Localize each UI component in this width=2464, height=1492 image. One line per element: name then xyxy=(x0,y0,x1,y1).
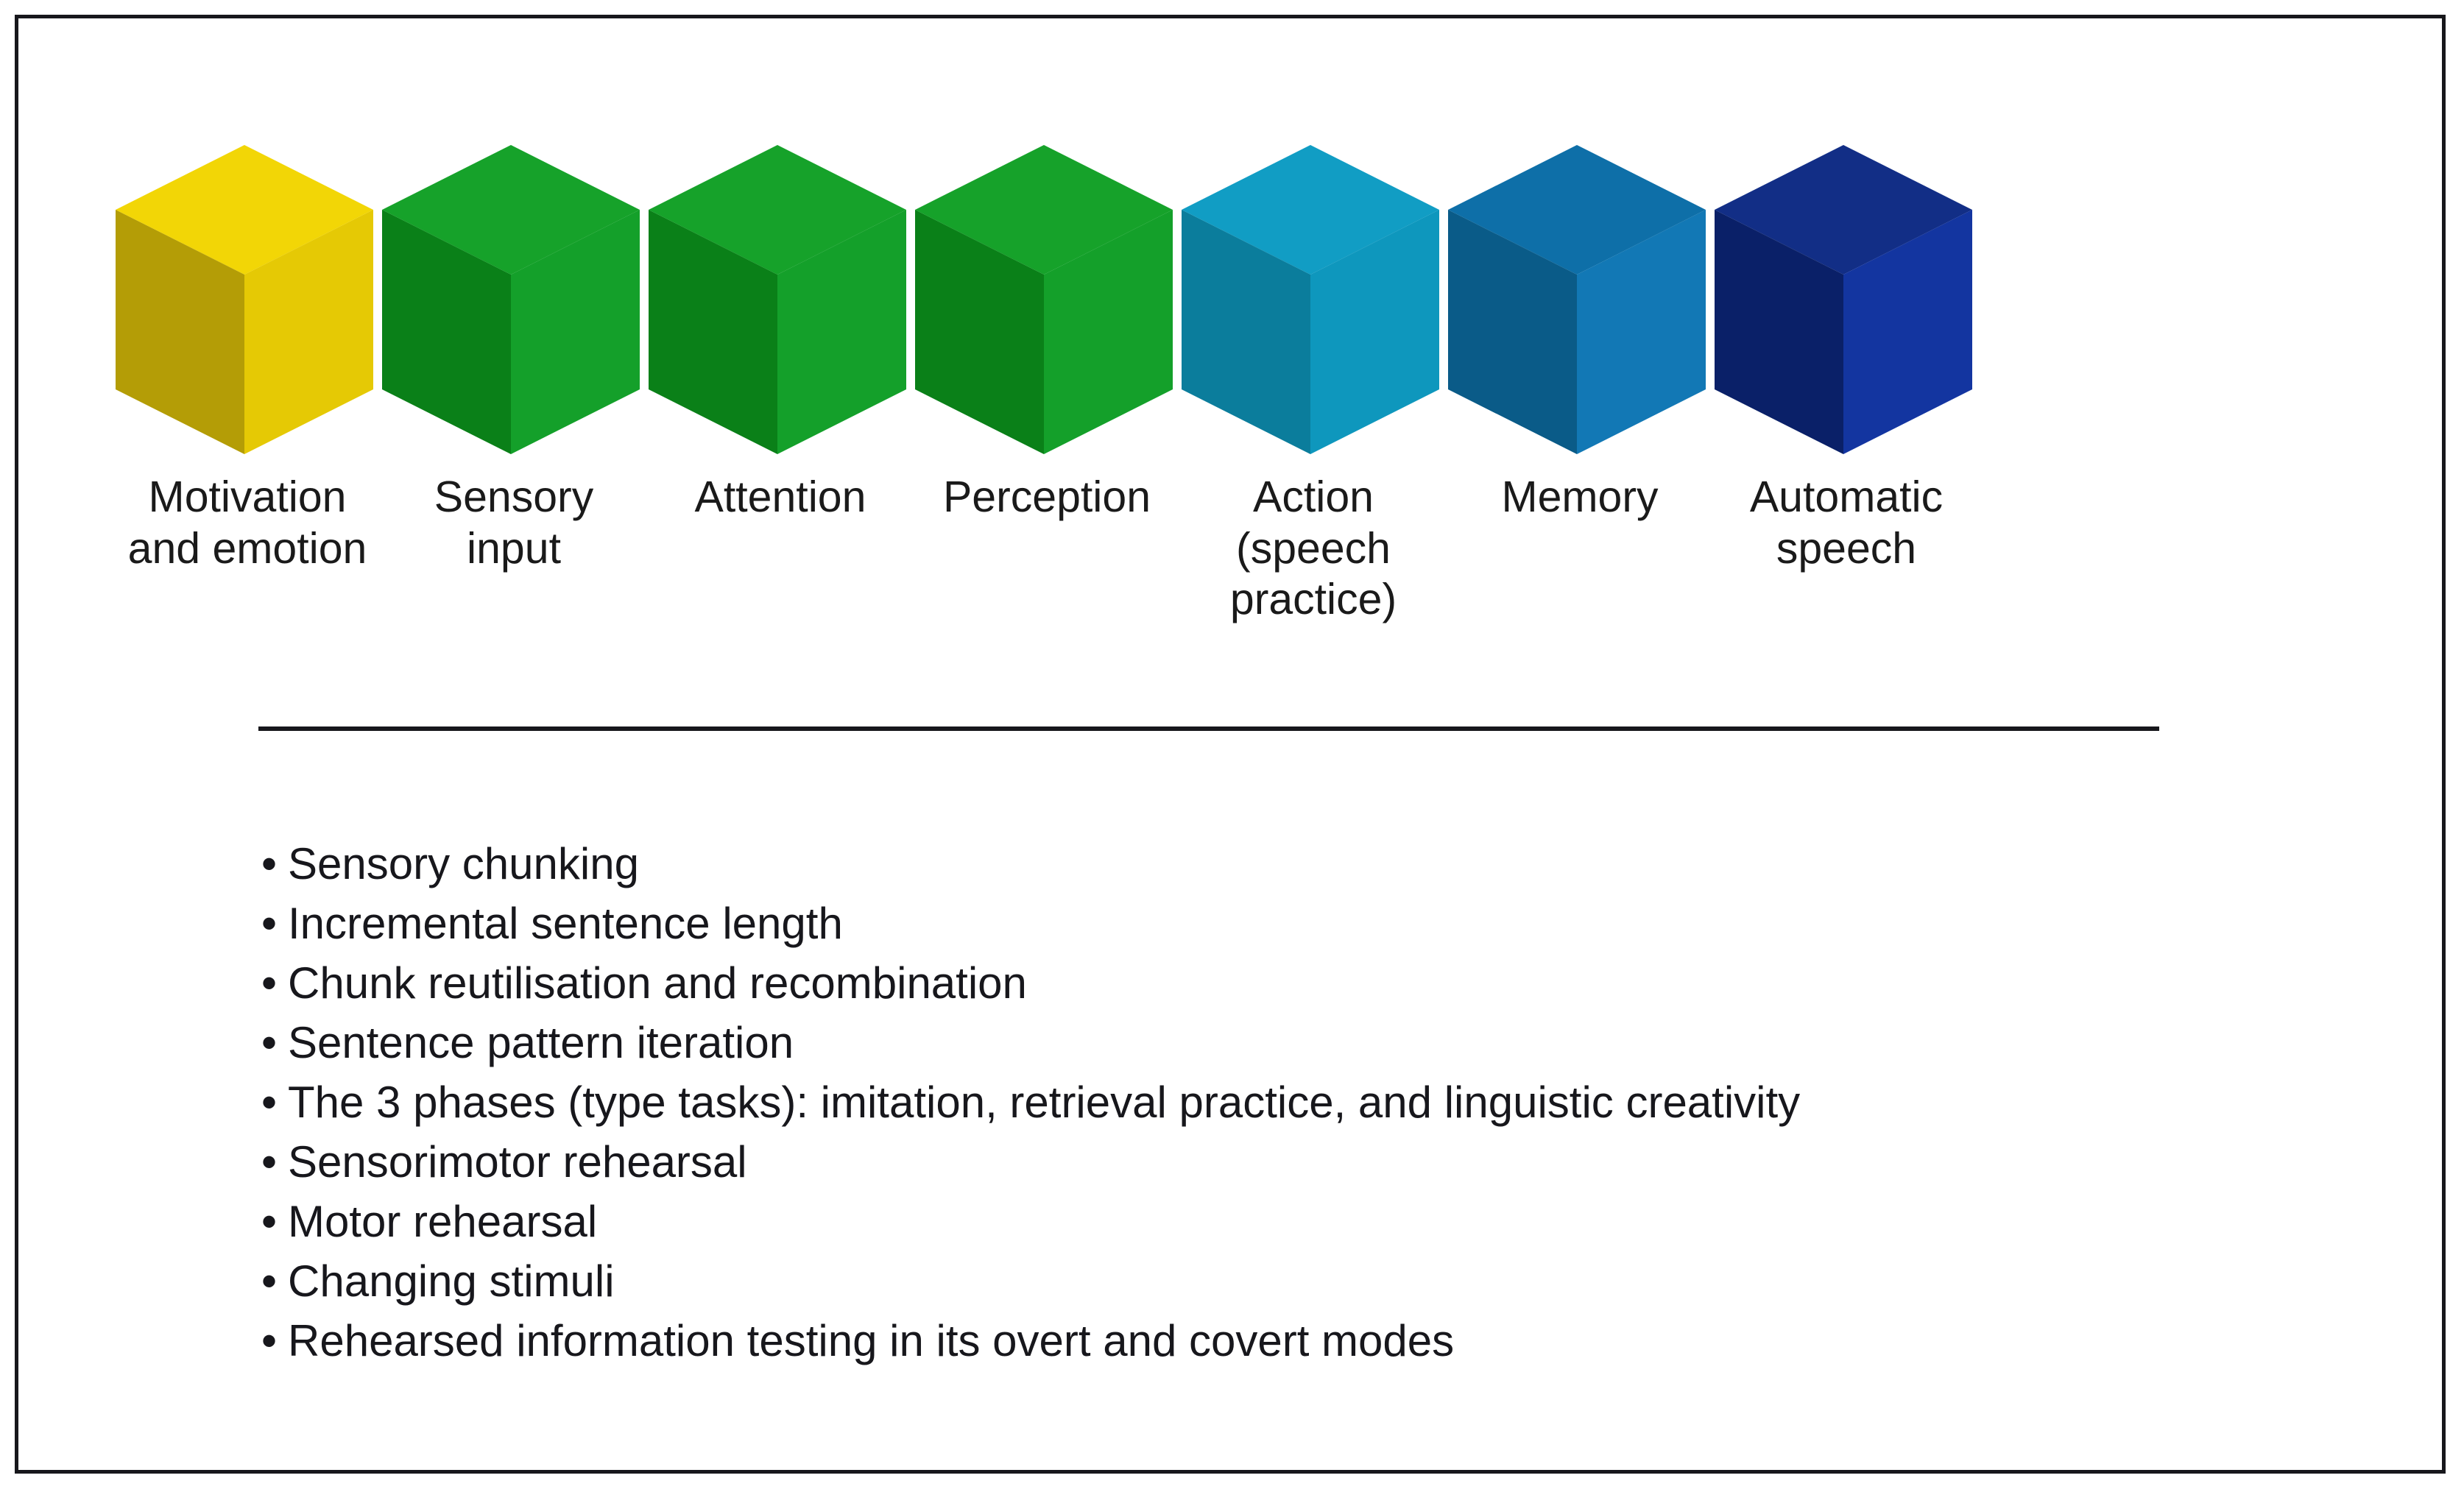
bullet-item: •Motor rehearsal xyxy=(261,1192,2323,1251)
bullet-marker: • xyxy=(261,1197,278,1246)
cube-face-left xyxy=(1448,210,1577,454)
bullet-item: •Changing stimuli xyxy=(261,1251,2323,1311)
cube-label-row: Motivation and emotion Sensory input Atten… xyxy=(114,472,2058,685)
cube-face-right xyxy=(511,210,640,454)
bullet-marker: • xyxy=(261,1137,278,1187)
bullet-item: •Chunk reutilisation and recombination xyxy=(261,953,2323,1013)
cube-face-right xyxy=(1843,210,1972,454)
cube-face-right xyxy=(777,210,906,454)
bullet-item: •Sensorimotor rehearsal xyxy=(261,1132,2323,1192)
cube-sensory-input xyxy=(381,116,647,454)
bullet-item: •Sentence pattern iteration xyxy=(261,1013,2323,1072)
cube-row xyxy=(114,116,2058,454)
cube-face-left xyxy=(116,210,244,454)
bullet-text: Motor rehearsal xyxy=(288,1197,598,1246)
cube-action-speech-practice xyxy=(1180,116,1447,454)
bullet-text: Changing stimuli xyxy=(288,1256,615,1306)
cube-label-memory: Memory xyxy=(1501,473,1659,521)
bullet-text: The 3 phases (type tasks): imitation, re… xyxy=(288,1078,1801,1127)
cube-automatic-speech xyxy=(1713,116,1980,454)
bullet-list: •Sensory chunking•Incremental sentence l… xyxy=(261,834,2323,1371)
cube-label-automatic-speech: Automatic speech xyxy=(1749,473,1944,573)
cube-face-left xyxy=(1182,210,1310,454)
horizontal-divider xyxy=(258,726,2159,731)
cube-label-sensory-input: Sensory input xyxy=(434,473,594,573)
bullet-text: Sensory chunking xyxy=(288,839,639,888)
cube-face-left xyxy=(915,210,1044,454)
bullet-text: Sentence pattern iteration xyxy=(288,1018,794,1067)
bullet-marker: • xyxy=(261,839,278,888)
cube-face-left xyxy=(1715,210,1843,454)
bullet-marker: • xyxy=(261,1018,278,1067)
bullet-marker: • xyxy=(261,899,278,948)
cube-attention xyxy=(647,116,914,454)
cube-label-perception: Perception xyxy=(942,473,1151,521)
bullet-item: •Sensory chunking xyxy=(261,834,2323,894)
bullet-item: •Rehearsed information testing in its ov… xyxy=(261,1311,2323,1371)
cube-perception xyxy=(914,116,1180,454)
cube-face-right xyxy=(1310,210,1439,454)
bullet-item: •The 3 phases (type tasks): imitation, r… xyxy=(261,1072,2323,1132)
cube-label-motivation-and-emotion: Motivation and emotion xyxy=(127,473,367,573)
bullet-marker: • xyxy=(261,1316,278,1365)
cube-face-right xyxy=(1044,210,1173,454)
cube-face-right xyxy=(1577,210,1706,454)
cube-face-left xyxy=(382,210,511,454)
bullet-text: Incremental sentence length xyxy=(288,899,843,948)
cube-motivation-and-emotion xyxy=(114,116,381,454)
bullet-marker: • xyxy=(261,1256,278,1306)
cube-label-attention: Attention xyxy=(694,473,866,521)
bullet-item: •Incremental sentence length xyxy=(261,894,2323,953)
bullet-text: Sensorimotor rehearsal xyxy=(288,1137,747,1187)
bullet-marker: • xyxy=(261,1078,278,1127)
figure-frame: Motivation and emotion Sensory input Atten… xyxy=(15,15,2446,1474)
bullet-text: Chunk reutilisation and recombination xyxy=(288,958,1027,1008)
cube-face-right xyxy=(244,210,373,454)
cube-memory xyxy=(1447,116,1713,454)
bullet-text: Rehearsed information testing in its ove… xyxy=(288,1316,1455,1365)
cube-face-left xyxy=(649,210,777,454)
bullet-marker: • xyxy=(261,958,278,1008)
cube-label-action-speech-practice: Action (speech practice) xyxy=(1229,473,1397,624)
